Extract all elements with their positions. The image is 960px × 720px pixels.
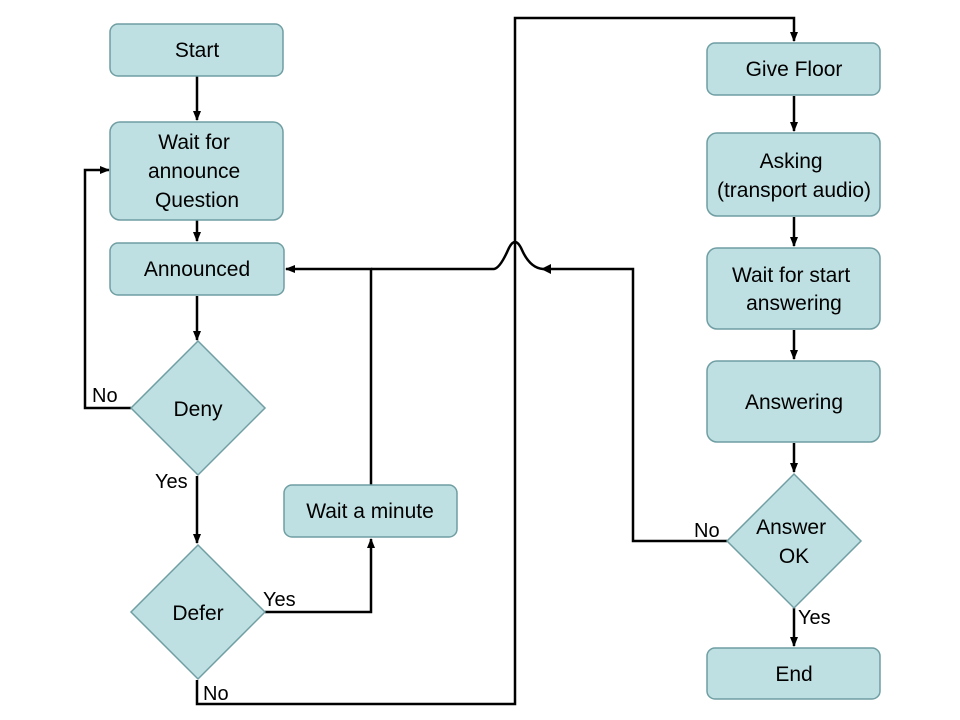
label-defer: Defer [172, 602, 223, 625]
node-answer-ok [725, 472, 863, 610]
node-end [706, 647, 881, 700]
edge-defer-no-to-give-floor [195, 16, 798, 706]
edge-label-answer-yes: Yes [798, 607, 831, 629]
label-answer-ok: Answer OK [756, 516, 832, 568]
edge-label-defer-no: No [203, 683, 229, 705]
edge-label-deny-yes: Yes [155, 471, 188, 493]
node-wait-minute [283, 484, 458, 538]
label-wait-announce: Wait for announce Question [148, 131, 246, 212]
edge-label-deny-no: No [92, 385, 118, 407]
edge-label-answer-no: No [694, 520, 720, 542]
edge-deny-no-loop [83, 166, 131, 410]
label-wait-minute: Wait a minute [306, 500, 434, 523]
label-end: End [775, 663, 812, 686]
node-wait-announce [109, 121, 284, 221]
node-answering [706, 360, 881, 443]
node-start [109, 23, 284, 77]
node-give-floor [706, 42, 881, 96]
node-defer [129, 543, 267, 681]
node-wait-start [706, 247, 881, 330]
edge-defer-yes-to-wait-minute [265, 538, 375, 614]
label-wait-start: Wait for start answering [732, 264, 856, 315]
label-deny: Deny [173, 398, 223, 421]
edge-wait-minute-to-announced [285, 265, 373, 485]
arrowhead-answer-no [541, 264, 551, 274]
label-answering: Answering [745, 391, 843, 414]
edge-label-defer-yes: Yes [263, 589, 296, 611]
label-announced: Announced [144, 258, 250, 281]
node-deny [129, 339, 267, 477]
label-give-floor: Give Floor [746, 58, 843, 81]
label-asking: Asking (transport audio) [717, 150, 871, 202]
label-start: Start [175, 39, 220, 62]
edge-answer-no-to-announced [371, 240, 727, 543]
node-announced [109, 242, 285, 296]
node-asking [706, 132, 881, 217]
